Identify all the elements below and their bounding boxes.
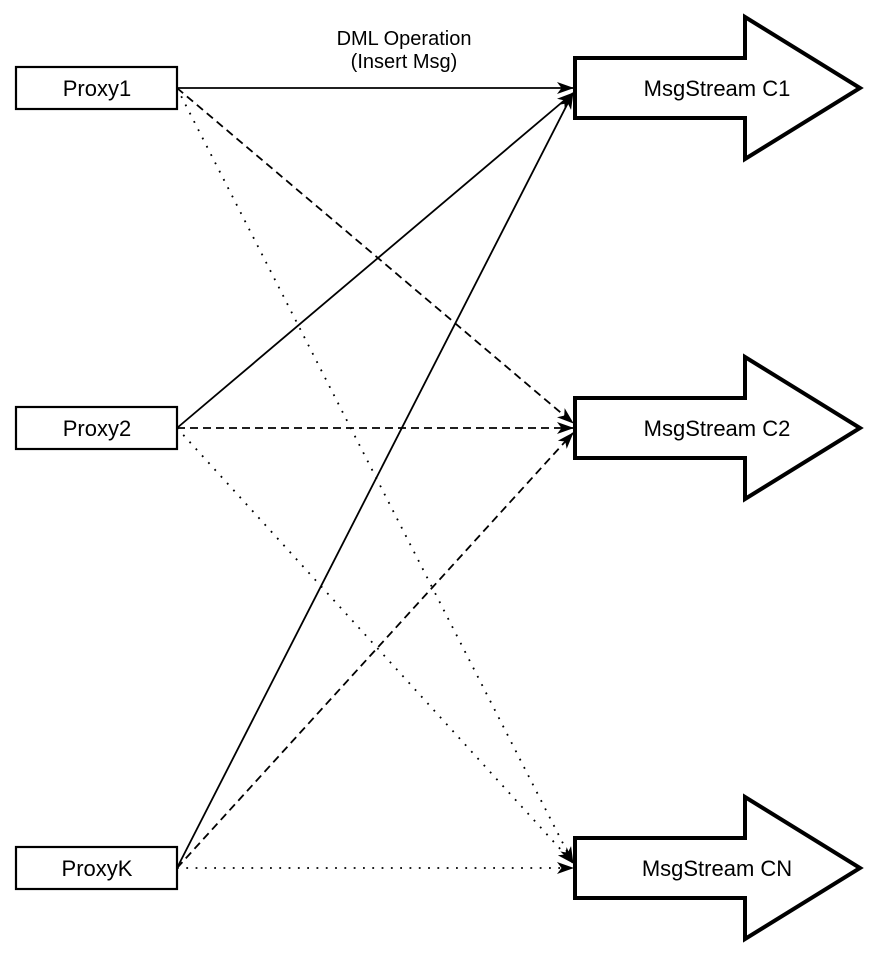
edge-proxyK-c2 [176, 432, 574, 869]
edge-lines [176, 82, 574, 874]
edge-proxy1-c2 [176, 87, 574, 424]
stream-cn-label: MsgStream CN [642, 856, 792, 881]
proxy-node-proxy2: Proxy2 [14, 405, 179, 451]
proxy1-label: Proxy1 [63, 76, 131, 101]
edge-proxy2-c1 [176, 92, 574, 429]
diagram-title: DML Operation (Insert Msg) [337, 28, 472, 73]
proxy2-label: Proxy2 [63, 416, 131, 441]
stream-cn-arrow-shape [573, 793, 864, 943]
proxy1-box [14, 65, 179, 111]
stream-c2-label: MsgStream C2 [644, 416, 791, 441]
proxy-node-proxy1: Proxy1 [14, 65, 179, 111]
stream-node-cn: MsgStream CN [573, 793, 864, 943]
edge-proxy1-cn [176, 87, 574, 864]
diagram-title-line2: (Insert Msg) [351, 51, 458, 73]
stream-c2-arrow-shape [573, 353, 864, 503]
proxy-nodes: Proxy1 Proxy2 ProxyK [14, 65, 179, 891]
stream-node-c1: MsgStream C1 [573, 13, 864, 163]
edge-proxyK-c1 [176, 92, 574, 869]
proxyK-label: ProxyK [62, 856, 133, 881]
diagram-title-line1: DML Operation [337, 28, 472, 50]
stream-c1-label: MsgStream C1 [644, 76, 791, 101]
proxy-node-proxyK: ProxyK [14, 845, 179, 891]
stream-nodes: MsgStream C1 MsgStream C2 MsgStream CN [573, 13, 864, 943]
edge-proxy2-cn [176, 427, 574, 864]
stream-c1-arrow-shape [573, 13, 864, 163]
stream-node-c2: MsgStream C2 [573, 353, 864, 503]
